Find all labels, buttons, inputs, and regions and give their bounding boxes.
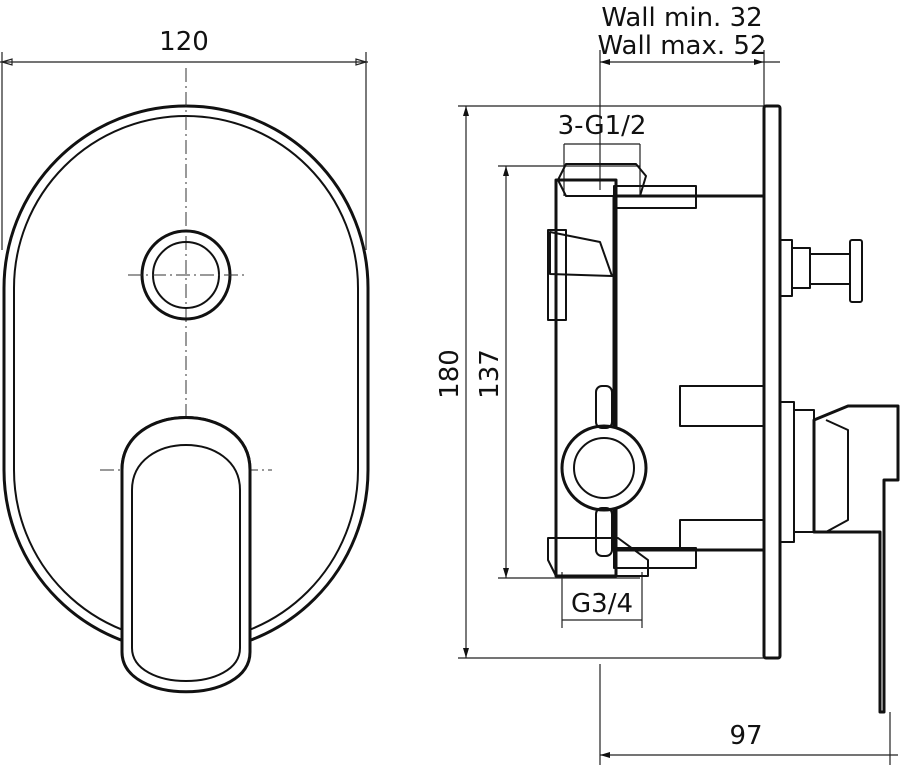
lever-hub-collar bbox=[793, 409, 815, 533]
wall-max-label: Wall max. 52 bbox=[598, 31, 767, 61]
outlet-thread-label: 3-G1/2 bbox=[558, 111, 647, 141]
plate-height-label: 180 bbox=[435, 349, 465, 399]
inlet-thread-label: G3/4 bbox=[571, 589, 633, 619]
width-arrow-left bbox=[0, 58, 13, 66]
lever-inner-edge bbox=[825, 419, 849, 533]
body-bottom-flange bbox=[613, 547, 697, 569]
depth-label: 97 bbox=[729, 721, 762, 751]
lever-hub-base bbox=[779, 401, 795, 543]
body-height-arrow-bottom bbox=[503, 568, 509, 578]
outlet-top-nut bbox=[557, 163, 647, 197]
pipe-side-ridge bbox=[547, 229, 567, 321]
diverter-spindle-base bbox=[779, 239, 793, 297]
diverter-spindle-cap bbox=[849, 239, 863, 303]
lever-handle bbox=[120, 416, 252, 694]
lever-profile bbox=[812, 404, 900, 714]
plate-height-arrow-bottom bbox=[463, 648, 469, 658]
side-outlet-bore bbox=[573, 437, 635, 499]
wall-plate-profile bbox=[762, 104, 782, 660]
front-view: 120 bbox=[0, 27, 370, 694]
wall-arrow-left bbox=[600, 59, 610, 65]
width-arrow-right bbox=[355, 58, 369, 66]
body-height-label: 137 bbox=[475, 349, 505, 399]
wall-arrow-right bbox=[754, 59, 764, 65]
wall-min-label: Wall min. 32 bbox=[601, 3, 762, 33]
body-side-boss-upper bbox=[679, 385, 765, 427]
side-view: Wall min. 32 Wall max. 52 180 137 3-G1/2… bbox=[435, 3, 900, 765]
diverter-spindle-rod bbox=[809, 253, 851, 285]
plate-height-arrow-top bbox=[463, 106, 469, 116]
diverter-spindle-collar bbox=[791, 247, 811, 289]
outlet-collar bbox=[549, 231, 613, 277]
plate-width-label: 120 bbox=[159, 27, 209, 57]
body-side-boss-lower bbox=[679, 519, 765, 551]
lever-handle-inner bbox=[131, 444, 241, 682]
body-height-arrow-top bbox=[503, 166, 509, 176]
inlet-bottom-nut bbox=[547, 537, 649, 577]
side-outlet-stem-top bbox=[595, 385, 613, 429]
depth-arrow-left bbox=[600, 752, 610, 758]
side-outlet-stem-bottom bbox=[595, 507, 613, 557]
